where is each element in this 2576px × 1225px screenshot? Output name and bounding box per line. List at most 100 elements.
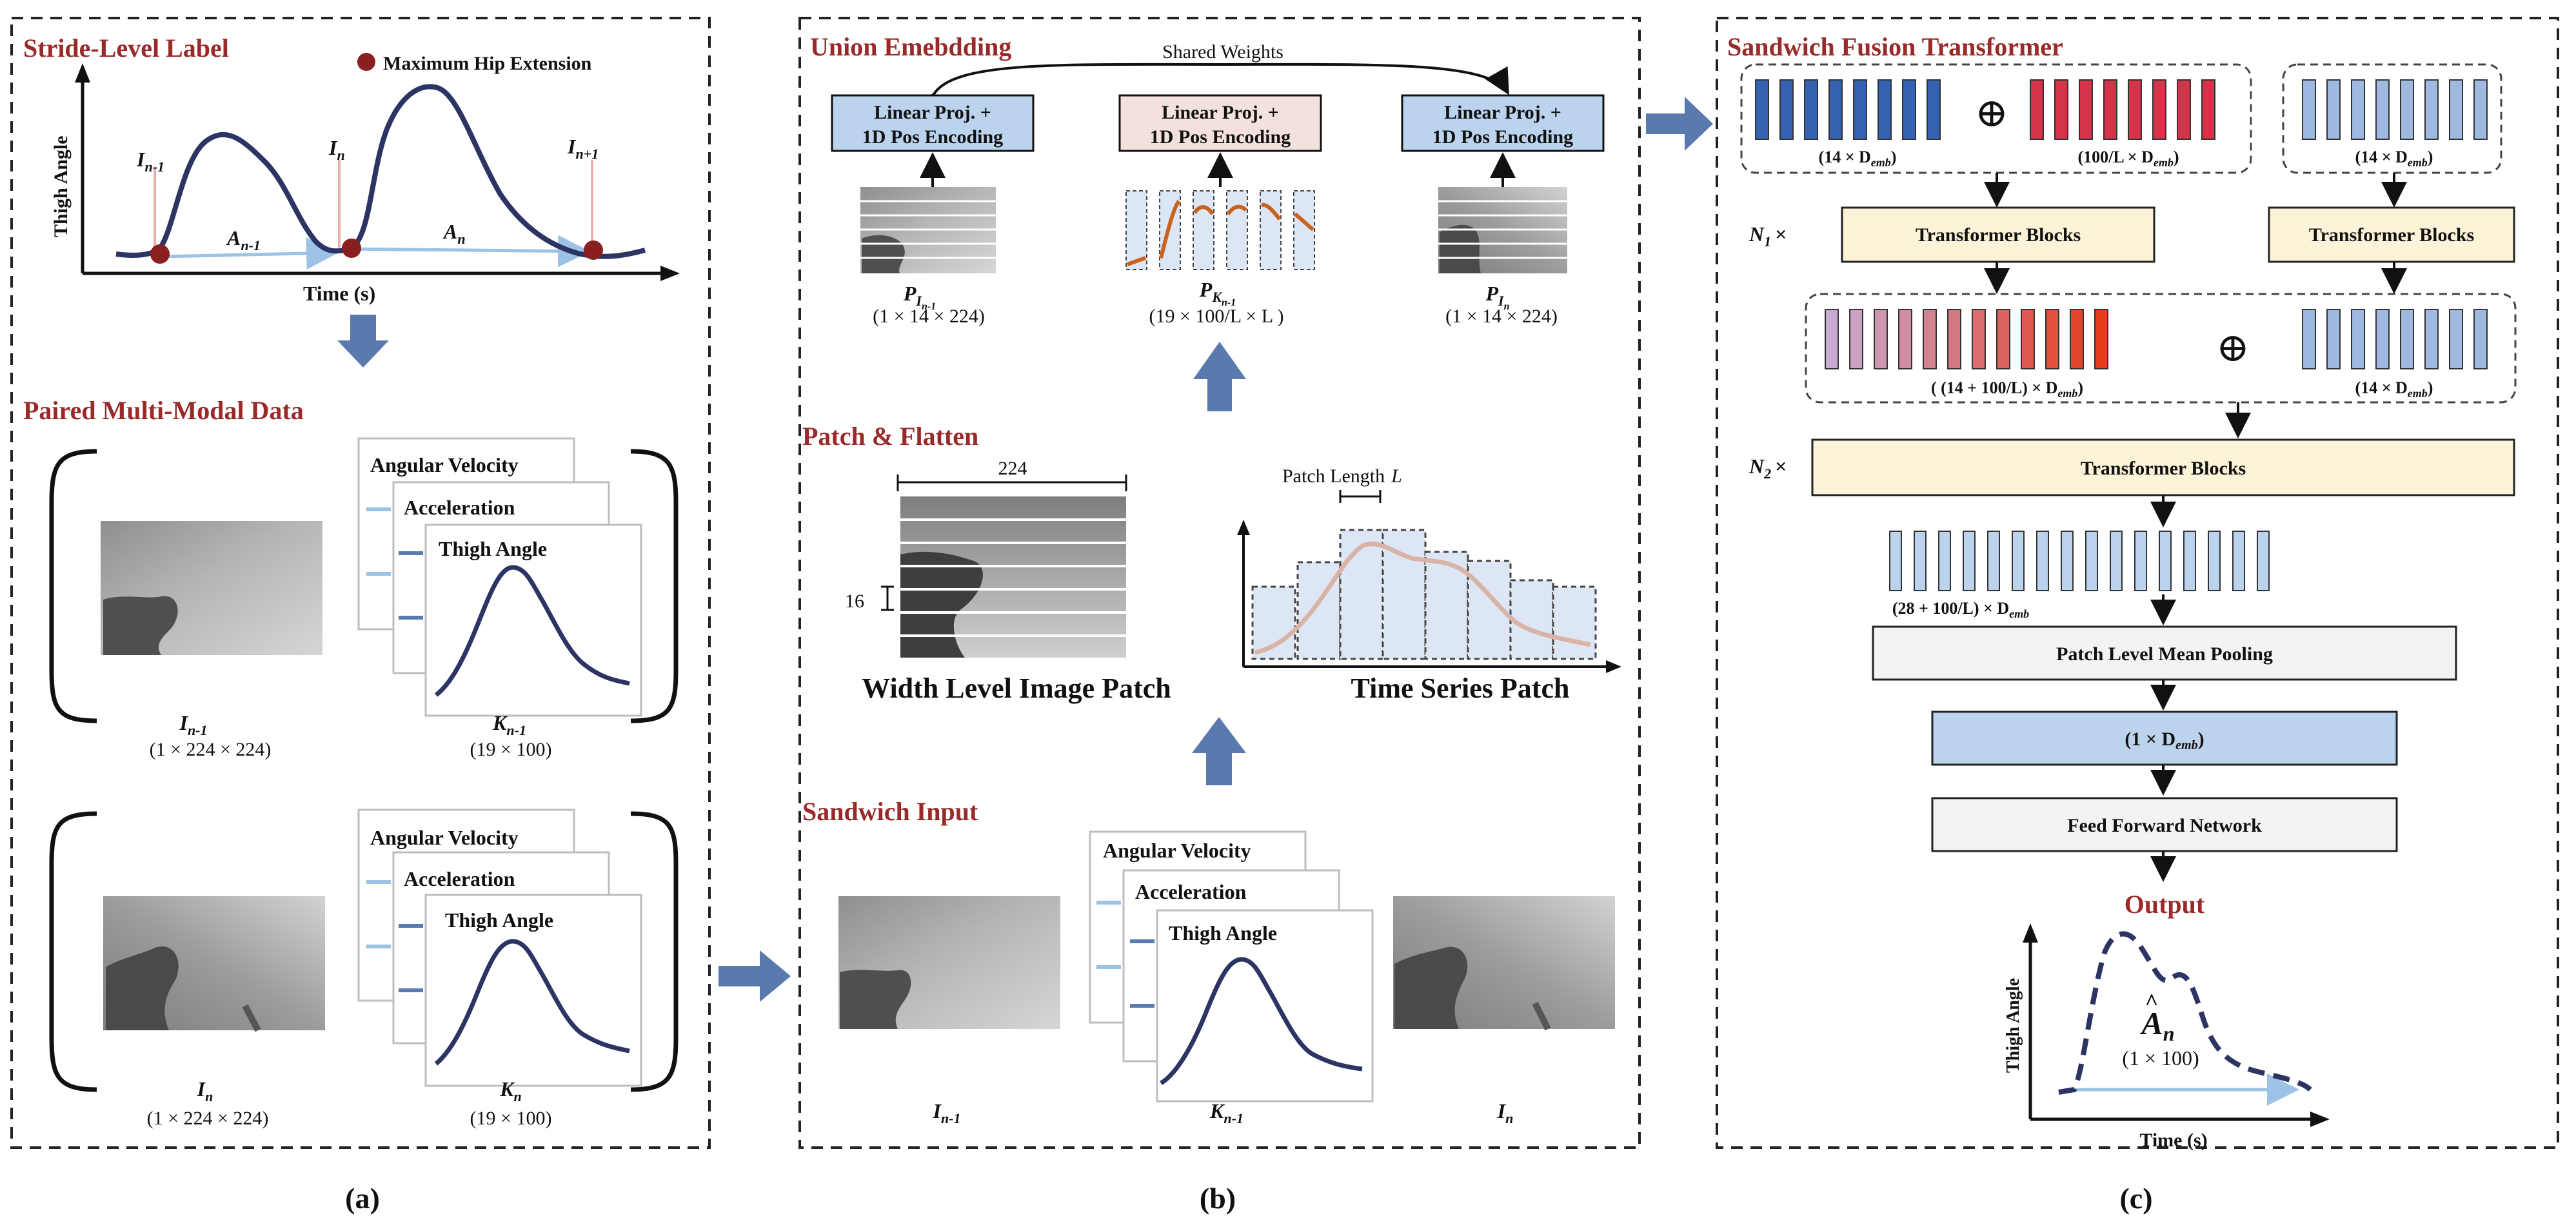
token-bar [2351, 309, 2365, 369]
stack-card-label-av-1: Angular Velocity [370, 453, 519, 476]
group1-label: (14 × Demb) [1819, 148, 1897, 169]
sandwich-input-title: Sandwich Input [802, 797, 978, 826]
ts-patch-x-arrowhead-icon [1606, 660, 1621, 673]
pair2-image-dim: (1 × 224 × 224) [147, 1108, 269, 1129]
token-bar [1853, 79, 1867, 140]
pair2-ts-dim: (19 × 100) [470, 1108, 552, 1129]
patch-flatten-title: Patch & Flatten [802, 422, 978, 451]
mean-pooling-label: Patch Level Mean Pooling [2056, 643, 2273, 665]
token-bar [2375, 79, 2390, 140]
token-bar [2159, 531, 2172, 591]
output-dim: (1 × 100) [2122, 1046, 2199, 1070]
token-bar [1849, 309, 1863, 369]
proj-box-left [831, 94, 1035, 152]
transformer-blocks-right [2268, 206, 2515, 263]
stack-card-label-av-2: Angular Velocity [370, 826, 519, 849]
token-bar [2085, 531, 2098, 591]
ts-patch-boxes [1251, 529, 1597, 660]
token-bar [2257, 531, 2270, 591]
panel-c: Sandwich Fusion Transformer ⊕ (14 × Demb… [1716, 17, 2559, 1215]
token-bar [2473, 309, 2488, 369]
token-bar [1902, 79, 1916, 140]
token-bar [2232, 531, 2245, 591]
up-arrow-union-icon [1193, 342, 1246, 411]
group3-label: (14 × Demb) [2355, 148, 2433, 169]
label-a-prev: An-1 [226, 226, 261, 253]
output-hat-icon: ^ [2145, 989, 2159, 1015]
token-bar [2061, 531, 2074, 591]
token-bar [1898, 309, 1912, 369]
label-a-cur: An [442, 220, 466, 247]
bracket-right-1 [630, 449, 679, 723]
sandwich-card-curve [1160, 957, 1363, 1085]
output-symbol: An [2139, 1005, 2174, 1045]
token-bar [2400, 309, 2414, 369]
token-bar [2183, 531, 2196, 591]
token-bar [2036, 531, 2049, 591]
panel-a-title: Stride-Level Label [23, 34, 229, 63]
token-bar [1927, 79, 1941, 140]
panel-c-title: Sandwich Fusion Transformer [1727, 32, 2063, 61]
oplus-icon-mid: ⊕ [2216, 326, 2250, 370]
token-bar [2070, 309, 2084, 369]
ts-patch-curve [1254, 542, 1591, 655]
token-group-right [2282, 63, 2502, 174]
proj-mid-line2: 1D Pos Encoding [1150, 126, 1291, 148]
pair1-image-label: In-1 [179, 711, 207, 738]
token-bar [1874, 309, 1888, 369]
panel-b-title: Union Emebdding [810, 32, 1011, 61]
token-bar [2128, 79, 2142, 140]
proj-right-line1: Linear Proj. + [1444, 102, 1561, 123]
group2-label: (100/L × Demb) [2077, 148, 2179, 169]
down-arrow-a-icon [337, 315, 389, 368]
n1-label: N1× [1749, 222, 1787, 250]
token-bars-image-cur [2302, 79, 2488, 140]
panel-a-caption: (a) [345, 1182, 380, 1215]
stride-y-arrowhead-icon [75, 63, 90, 83]
token-bars-image-cur-encoded [2302, 309, 2488, 369]
pair1-image-dim: (1 × 224 × 224) [150, 739, 272, 760]
token-bar [1923, 309, 1937, 369]
transformer-blocks-right-label: Transformer Blocks [2309, 224, 2474, 246]
hip-marker-prev [150, 244, 170, 264]
stack-card-label-acc-2: Acceleration [404, 867, 515, 890]
hip-extension-marker-icon [357, 53, 375, 71]
label-i-cur: In [328, 136, 345, 163]
p-left-label: PIn-1 [903, 282, 936, 312]
token-group-mixed [1805, 293, 2517, 404]
stride-y-label: Thigh Angle [50, 135, 72, 237]
width-224-label: 224 [998, 458, 1027, 479]
token-bar [2079, 79, 2093, 140]
token-bar [1878, 79, 1892, 140]
p-right-label: PIn [1485, 282, 1509, 312]
shared-weights-label: Shared Weights [1162, 41, 1283, 63]
shared-weights-arc [910, 63, 1509, 121]
token-bar [2152, 79, 2166, 140]
bracket-left-2 [49, 811, 97, 1092]
token-bar [2449, 79, 2463, 140]
token-bar [2326, 79, 2341, 140]
height-16-label: 16 [845, 591, 864, 612]
label-i-prev: In-1 [136, 148, 164, 175]
stride-thigh-curve [115, 84, 646, 259]
n2-label: N2× [1749, 455, 1787, 482]
sandwich-label-left: In-1 [932, 1099, 960, 1126]
output-predicted-curve [2058, 931, 2312, 1095]
token-bar [2375, 309, 2390, 369]
sandwich-image-right-shape [1394, 946, 1468, 1029]
pair2-ts-label: Kn [499, 1077, 522, 1104]
token-bar [2045, 309, 2059, 369]
token-bars-fused [1825, 309, 2108, 369]
segment-arrow-cur [344, 235, 590, 268]
ts-patch-label: Time Series Patch [1351, 672, 1570, 704]
stack-card-label-thigh-2: Thigh Angle [445, 908, 553, 932]
segment-arrow-prev [158, 237, 339, 270]
proj-left-line2: 1D Pos Encoding [862, 126, 1003, 148]
output-x-label: Time (s) [2139, 1130, 2207, 1151]
panel-a-section-title: Paired Multi-Modal Data [23, 396, 304, 425]
ffn-label: Feed Forward Network [2067, 815, 2262, 836]
proj-box-mid [1118, 94, 1322, 152]
proj-right-line2: 1D Pos Encoding [1432, 126, 1573, 148]
patched-image-right [1438, 187, 1567, 273]
